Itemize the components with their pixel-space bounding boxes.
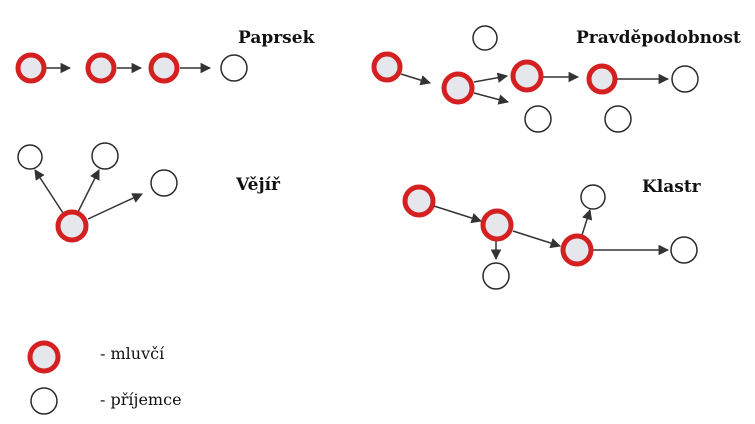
legend-receiver-label: - příjemce <box>100 390 182 409</box>
receiver-node <box>220 54 248 82</box>
edge <box>400 73 432 86</box>
edge <box>87 193 143 220</box>
legend: - mluvčí - příjemce <box>27 340 182 415</box>
receiver-node <box>670 236 698 264</box>
receiver-node <box>91 142 119 170</box>
diagram-klastr: Klastr <box>402 177 702 290</box>
legend-receiver-icon <box>30 387 58 415</box>
speaker-node <box>148 52 180 84</box>
receiver-node <box>17 144 43 170</box>
diagram-title-paprsek: Paprsek <box>238 28 316 48</box>
receiver-node <box>524 105 552 133</box>
diagram-title-vejir: Vějíř <box>235 175 281 195</box>
speaker-node <box>510 59 544 93</box>
receiver-node <box>580 184 606 210</box>
edge <box>433 205 483 224</box>
edge <box>473 72 509 83</box>
edge <box>34 169 64 214</box>
receiver-node <box>604 105 632 133</box>
receiver-node <box>472 25 498 51</box>
edge <box>512 230 562 249</box>
speaker-node <box>402 184 436 218</box>
speaker-node <box>560 233 594 267</box>
edge <box>473 92 510 105</box>
receiver-node <box>671 65 699 93</box>
legend-speaker-label: - mluvčí <box>100 344 165 363</box>
speaker-node <box>586 63 618 95</box>
diagram-title-pravdepodobnost: Pravděpodobnost <box>576 28 741 48</box>
edge <box>581 208 593 236</box>
diagram-vejir: Vějíř <box>17 142 281 243</box>
speaker-node <box>55 209 89 243</box>
speaker-node <box>480 208 514 242</box>
diagram-paprsek: Paprsek <box>15 28 316 84</box>
speaker-node <box>371 51 403 83</box>
diagram-pravdepodobnost: Pravděpodobnost <box>371 25 741 133</box>
diagram-title-klastr: Klastr <box>642 177 702 197</box>
speaker-node <box>85 52 117 84</box>
edge <box>77 169 100 213</box>
legend-speaker-icon <box>27 340 61 374</box>
receiver-node <box>482 262 510 290</box>
speaker-node <box>15 52 47 84</box>
receiver-node <box>150 169 178 197</box>
speaker-node <box>441 71 475 105</box>
